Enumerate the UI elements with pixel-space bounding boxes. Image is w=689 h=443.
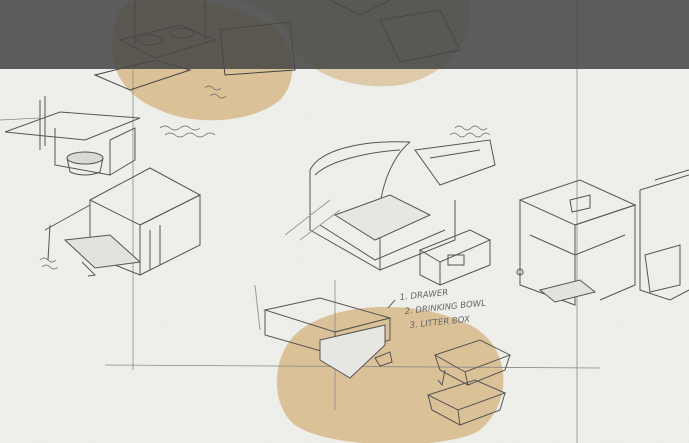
top-overlay-bar — [0, 0, 689, 69]
